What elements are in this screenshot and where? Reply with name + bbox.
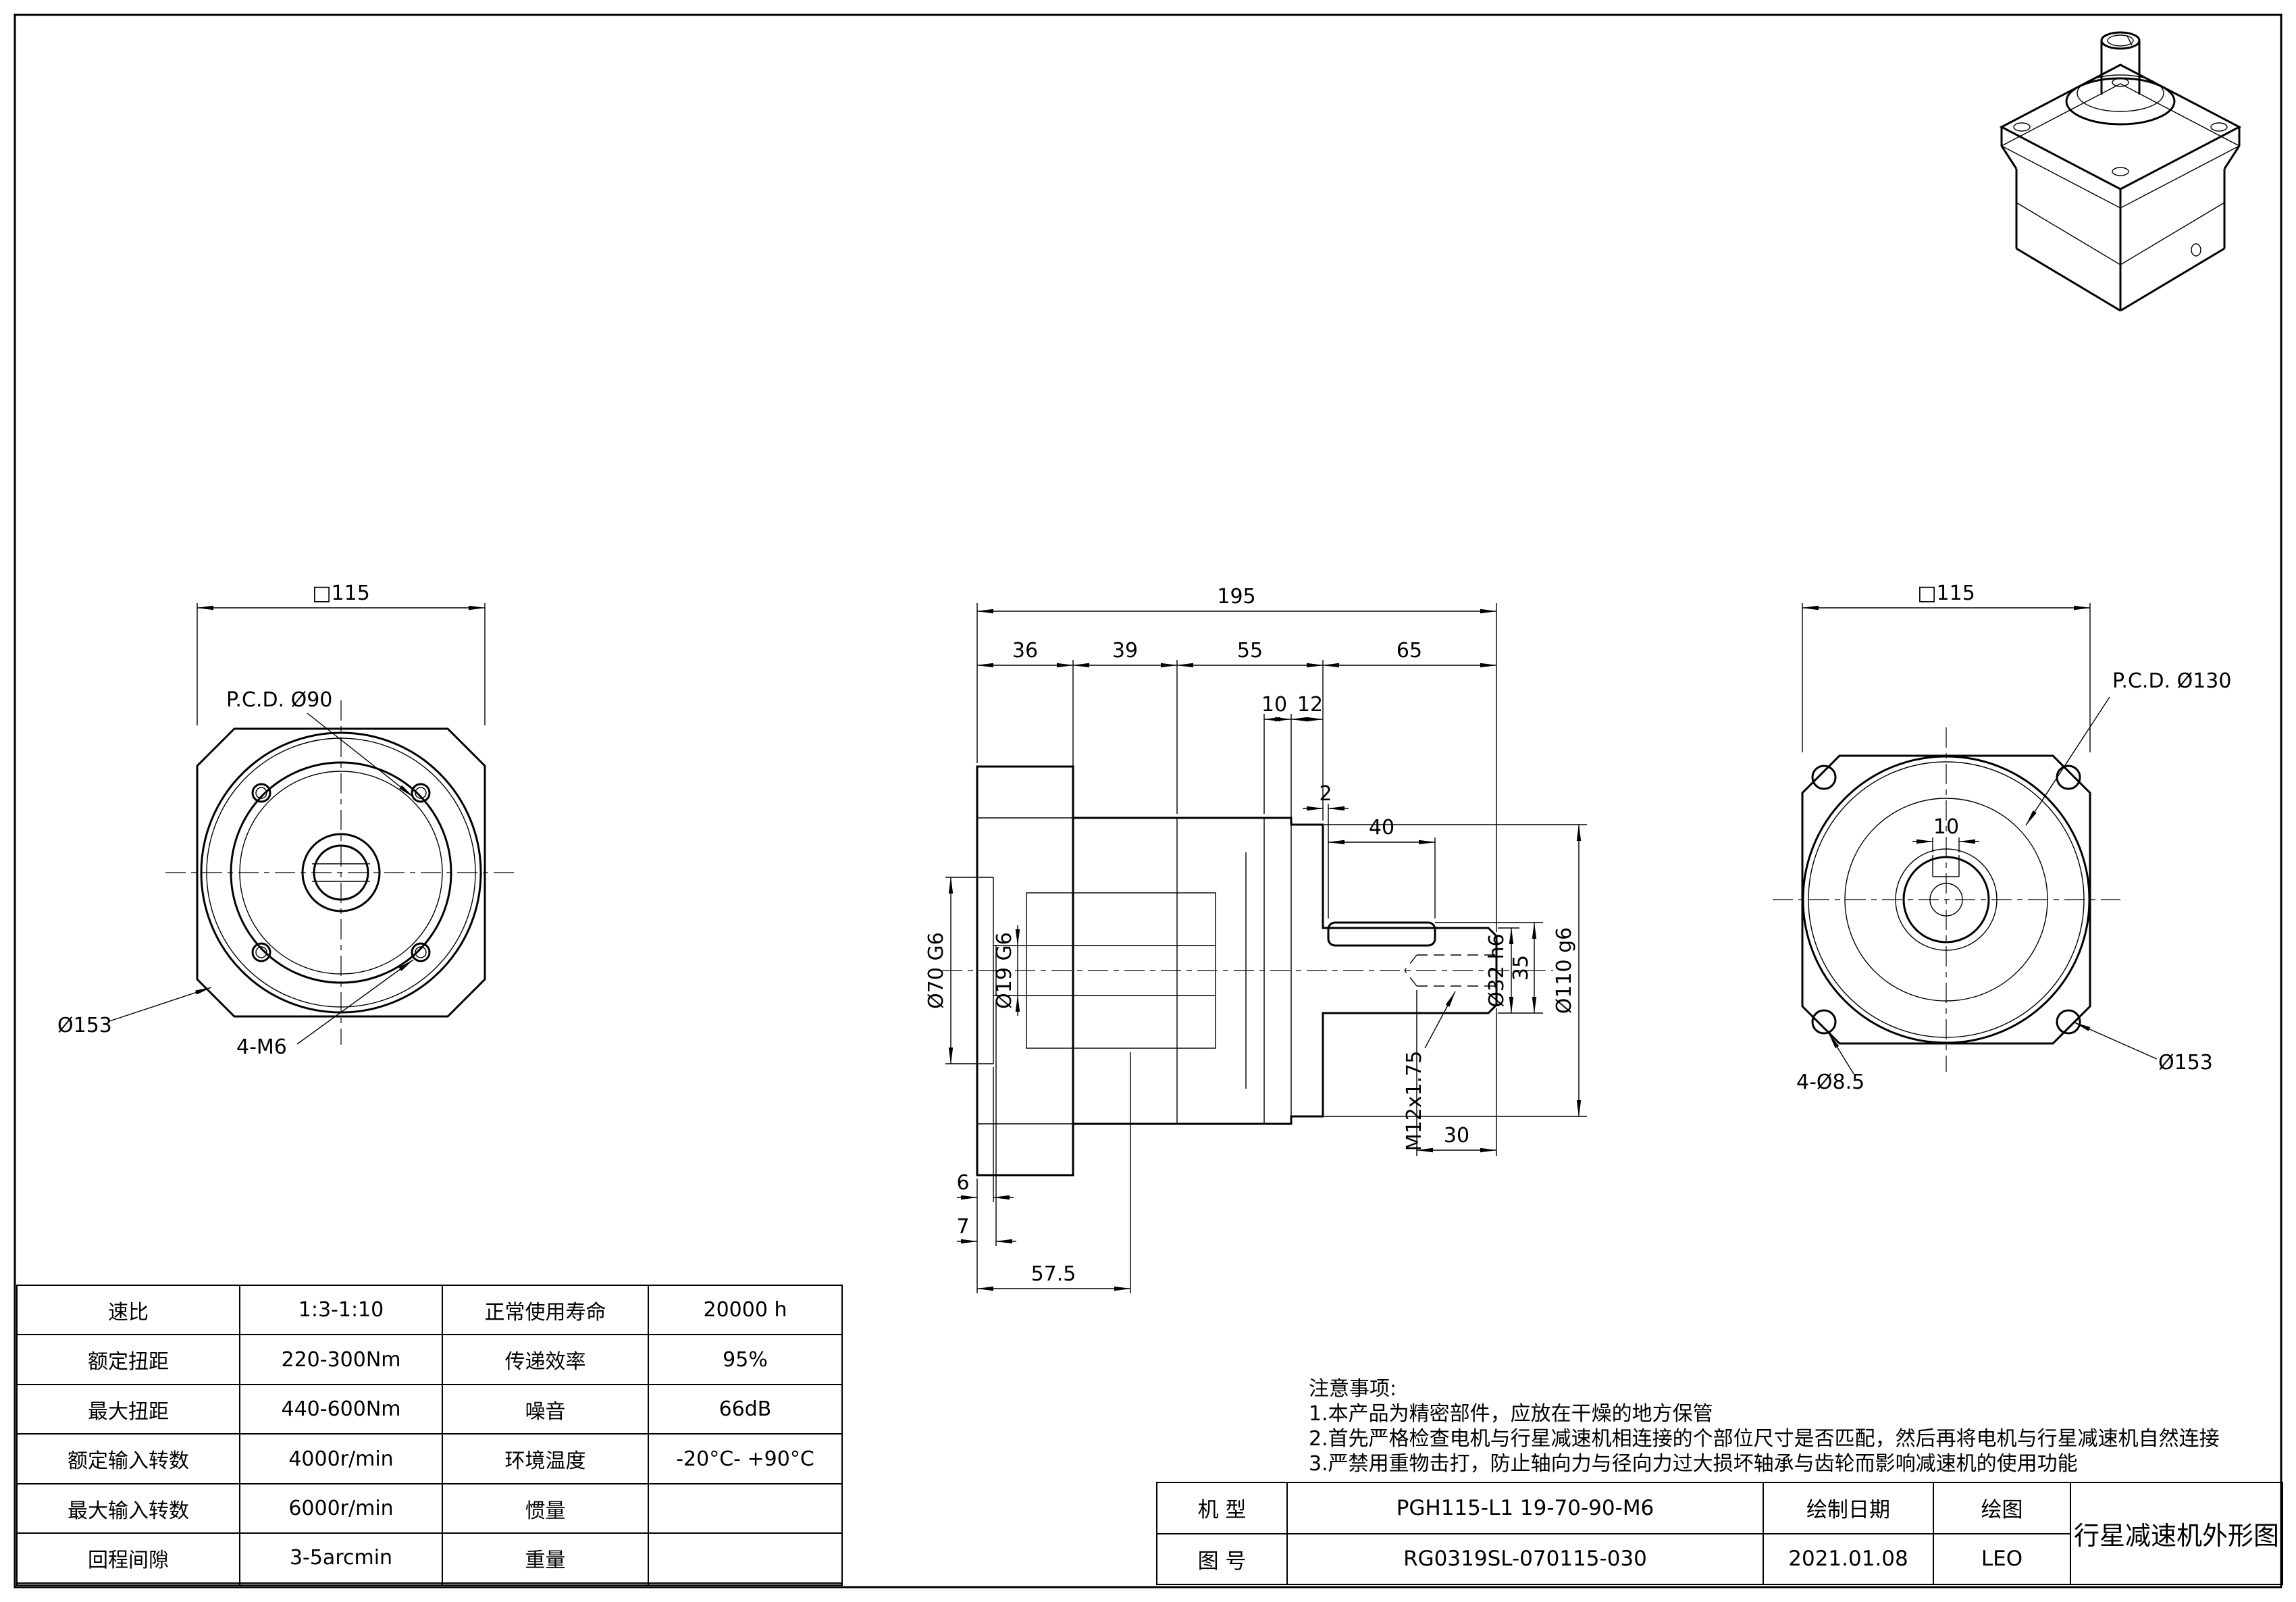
dim-55: 55 [1237, 639, 1263, 663]
dim-39: 39 [1112, 639, 1138, 663]
dim-dia70: Ø70 G6 [924, 932, 948, 1009]
model-value: PGH115-L1 19-70-90-M6 [1286, 1482, 1764, 1534]
spec-label: 回程间隙 [16, 1532, 240, 1584]
side-key-dimensions: 2 40 [1303, 782, 1436, 919]
spec-value [239, 1582, 443, 1586]
back-pcd-label: P.C.D. Ø130 [2112, 669, 2231, 693]
dim-m12: M12x1.75 [1403, 1051, 1426, 1152]
spec-label: 噪音 [442, 1383, 649, 1435]
spec-value: 6000r/min [239, 1482, 443, 1534]
dim-10: 10 [1261, 693, 1287, 717]
back-flange-outline [1801, 754, 2091, 1045]
front-pcd-label: P.C.D. Ø90 [226, 688, 332, 712]
notes-line: 1.本产品为精密部件，应放在干燥的地方保管 [1309, 1402, 1713, 1426]
back-holes-leader [1828, 1033, 1854, 1075]
dim-30: 30 [1444, 1124, 1469, 1147]
date-value: 2021.01.08 [1763, 1532, 1934, 1585]
spec-label [442, 1582, 649, 1586]
spec-value: 440-600Nm [239, 1383, 443, 1435]
spec-label: 正常使用寿命 [442, 1284, 649, 1336]
dim-2: 2 [1319, 782, 1332, 806]
notes-line: 2.首先严格检查电机与行星减速机相连接的个部位尺寸是否匹配，然后再将电机与行星减… [1309, 1427, 2220, 1451]
isometric-view [1999, 31, 2242, 312]
dim-12: 12 [1297, 693, 1323, 717]
dim-key-10: 10 [1933, 815, 1959, 839]
spec-value: -20°C- +90°C [648, 1433, 843, 1484]
spec-value: 3-5arcmin [239, 1532, 443, 1584]
back-keyway-dim: 10 [1912, 815, 1979, 852]
title-block: 机 型 PGH115-L1 19-70-90-M6 绘制日期 绘图 行星减速机外… [1156, 1482, 2283, 1585]
spec-value: 20000 h [648, 1284, 843, 1336]
side-view: 195 36 39 55 65 10 12 2 40 [924, 585, 1587, 1293]
back-outer-dia-leader [2074, 1022, 2158, 1060]
date-label: 绘制日期 [1763, 1482, 1934, 1534]
sheet-title: 行星减速机外形图 [2070, 1482, 2283, 1585]
dim-35: 35 [1509, 955, 1533, 981]
side-left-dimensions: Ø70 G6 Ø19 G6 [924, 877, 1020, 1064]
spec-table: 速比 1:3-1:10 正常使用寿命 20000 h 额定扭距 220-300N… [16, 1284, 843, 1586]
back-dim-square: □115 [1917, 582, 1975, 605]
spec-value: 95% [648, 1334, 843, 1385]
side-bottom-dimensions: 30 6 7 57.5 [956, 990, 1497, 1293]
sheet-border [14, 14, 2282, 1588]
dim-dia32: Ø32 h6 [1485, 933, 1509, 1007]
spec-label: 惯量 [442, 1482, 649, 1534]
drawing-no-label: 图 号 [1156, 1532, 1288, 1585]
side-right-dimensions: Ø32 h6 35 Ø110 g6 M12x1.75 [1324, 824, 1587, 1152]
dim-57-5: 57.5 [1031, 1262, 1076, 1286]
front-dim-square: □115 [312, 582, 370, 605]
side-tapped-hole [1404, 954, 1496, 987]
notes-line: 3.严禁用重物击打，防止轴向力与径向力过大损坏轴承与齿轮而影响减速机的使用功能 [1309, 1452, 2078, 1476]
front-pcd-leader [307, 713, 414, 798]
dim-6: 6 [956, 1171, 969, 1195]
front-holes-label: 4-M6 [236, 1035, 287, 1059]
spec-value [648, 1582, 843, 1586]
spec-value: 4000r/min [239, 1433, 443, 1484]
side-body-outline [1072, 817, 1498, 1125]
back-holes-label: 4-Ø8.5 [1796, 1070, 1864, 1094]
back-outer-dia-label: Ø153 [2158, 1051, 2213, 1075]
spec-label [16, 1582, 240, 1586]
dim-dia19: Ø19 G6 [993, 932, 1016, 1009]
spec-label: 额定输入转数 [16, 1433, 240, 1484]
spec-value: 1:3-1:10 [239, 1284, 443, 1336]
back-view: □115 10 P.C.D. Ø130 4-Ø8.5 Ø153 [1773, 582, 2231, 1094]
spec-value: 220-300Nm [239, 1334, 443, 1385]
dim-40: 40 [1369, 816, 1394, 839]
model-label: 机 型 [1156, 1482, 1288, 1534]
notes-block: 注意事项: 1.本产品为精密部件，应放在干燥的地方保管 2.首先严格检查电机与行… [1309, 1376, 2220, 1476]
front-outer-dia-label: Ø153 [57, 1014, 112, 1037]
notes-heading: 注意事项: [1309, 1377, 1397, 1401]
front-view: □115 P.C.D. Ø90 Ø153 4-M6 [57, 582, 517, 1059]
spec-label: 最大扭距 [16, 1383, 240, 1435]
front-holes-leader [296, 959, 414, 1045]
spec-label: 速比 [16, 1284, 240, 1336]
spec-value [648, 1482, 843, 1534]
spec-value [648, 1532, 843, 1584]
dim-36: 36 [1012, 639, 1038, 663]
spec-label: 传递效率 [442, 1334, 649, 1385]
side-top-dimensions: 195 36 39 55 65 10 12 [976, 585, 1497, 932]
spec-value: 66dB [648, 1383, 843, 1435]
dim-65: 65 [1397, 639, 1422, 663]
dim-195: 195 [1217, 585, 1255, 609]
drafter-name: LEO [1933, 1532, 2071, 1585]
dim-dia110: Ø110 g6 [1553, 927, 1576, 1014]
front-flange-outline [196, 727, 486, 1018]
back-pcd-leader [2025, 696, 2110, 826]
side-shaft-key [1327, 921, 1436, 947]
spec-label: 环境温度 [442, 1433, 649, 1484]
spec-label: 最大输入转数 [16, 1482, 240, 1534]
spec-label: 重量 [442, 1532, 649, 1584]
side-internal-bores [977, 852, 1247, 1089]
drawing-no-value: RG0319SL-070115-030 [1286, 1532, 1764, 1585]
draw-label: 绘图 [1933, 1482, 2071, 1534]
front-outer-dia-leader [109, 987, 212, 1022]
spec-label: 额定扭距 [16, 1334, 240, 1385]
dim-7: 7 [956, 1215, 969, 1239]
